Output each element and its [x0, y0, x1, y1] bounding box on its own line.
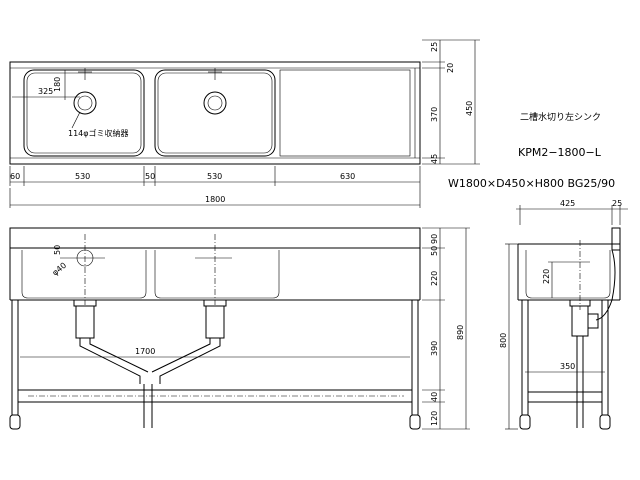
- front-pipe-left: [79, 338, 141, 384]
- plan-dim-180: 180: [53, 77, 62, 92]
- plan-dim-60: 60: [10, 172, 20, 181]
- side-leg-left: [521, 299, 529, 416]
- front-pipe-right: [159, 338, 221, 384]
- plan-dim-325: 325: [38, 87, 53, 96]
- plan-view: 180 325 114φゴミ収納器 60 530 50 530 630 1800…: [9, 39, 480, 208]
- front-view: 50 φ40 1700 90 50 22: [9, 227, 470, 430]
- plan-bowl-left: [23, 69, 145, 157]
- plan-drain-note: 114φゴミ収納器: [68, 128, 129, 138]
- side-dim-220: 220: [542, 269, 551, 284]
- side-view: 425 25 220 350 800: [499, 199, 628, 430]
- front-leg-left: [11, 299, 19, 416]
- front-bowl-left: [21, 250, 147, 299]
- side-dim-25: 25: [612, 199, 622, 208]
- side-backguard: [611, 227, 621, 251]
- model-number: KPM2−1800−L: [518, 146, 601, 159]
- plan-drain-right: [203, 91, 227, 115]
- plan-dim-25: 25: [430, 42, 439, 52]
- front-dim-220: 220: [430, 271, 439, 286]
- front-bowl-right: [154, 250, 280, 299]
- side-overflow-hose: [595, 249, 616, 321]
- front-dim-40: 40: [430, 392, 439, 402]
- plan-dim-1800: 1800: [205, 195, 225, 204]
- plan-dim-370: 370: [430, 107, 439, 122]
- plan-dim-45: 45: [430, 154, 439, 164]
- side-dim-350: 350: [560, 362, 575, 371]
- front-dim-890: 890: [456, 325, 465, 340]
- front-dim-50-right: 50: [430, 246, 439, 256]
- plan-dim-530-b: 530: [207, 172, 222, 181]
- side-trap: [571, 305, 589, 337]
- spec-line: W1800×D450×H800 BG25/90: [448, 177, 616, 190]
- front-dim-120: 120: [430, 411, 439, 426]
- front-dim-90: 90: [430, 234, 439, 244]
- front-dim-390: 390: [430, 341, 439, 356]
- plan-drain-left: [73, 91, 97, 115]
- front-leg-right: [411, 299, 419, 416]
- side-leg-right: [601, 299, 609, 416]
- side-dim-425: 425: [560, 199, 575, 208]
- side-dim-800: 800: [499, 333, 508, 348]
- front-dim-1700: 1700: [135, 347, 155, 356]
- front-dim-50: 50: [53, 245, 62, 255]
- front-trap-left: [75, 305, 95, 339]
- front-trap-right: [205, 305, 225, 339]
- plan-bowl-right: [154, 69, 276, 157]
- plan-dim-530-a: 530: [75, 172, 90, 181]
- plan-dim-20: 20: [446, 63, 455, 73]
- side-bowl: [525, 250, 611, 299]
- plan-dim-50: 50: [145, 172, 155, 181]
- plan-drainboard: [279, 69, 411, 157]
- plan-dim-630: 630: [340, 172, 355, 181]
- plan-dim-450: 450: [465, 101, 474, 116]
- product-title: 二槽水切り左シンク: [520, 113, 602, 123]
- front-drain-dia: φ40: [51, 261, 69, 278]
- plan-outline: [9, 61, 421, 165]
